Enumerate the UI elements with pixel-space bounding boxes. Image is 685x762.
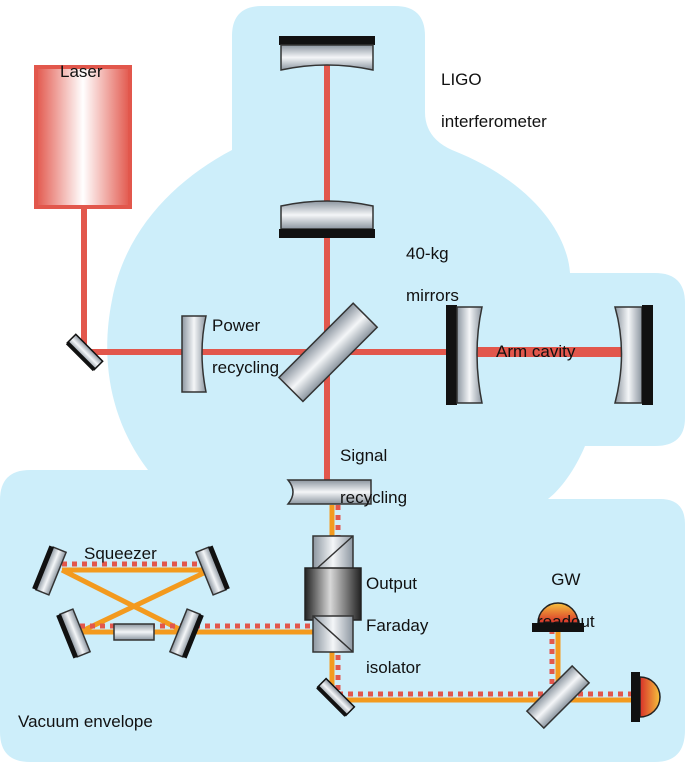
laser [34,65,132,209]
signal-recycling-line2: recycling [340,488,408,507]
signal-recycling-mirror [286,479,372,505]
readout-beam-splitter [525,664,591,730]
faraday-line1: Output [366,574,418,593]
gw-readout-detector-right [631,672,661,722]
steering-mirror-laser [65,333,104,372]
power-recycling-line2: recycling [212,358,280,377]
arm-cavity-end-mirror [614,305,653,405]
faraday-isolator [304,535,362,653]
vacuum-envelope [0,6,685,762]
faraday-label: Output Faraday isolator [366,552,428,699]
squeezer-mirror-top-right [194,545,230,596]
arm-cavity-input-mirror [446,305,483,405]
vacuum-envelope-label: Vacuum envelope [18,690,153,753]
squeezer-mirror-bottom-right [168,608,204,659]
laser-label-text: Laser [60,62,103,81]
mirrors-label-line2: mirrors [406,286,459,305]
laser-label: Laser [60,40,103,103]
faraday-line2: Faraday [366,616,429,635]
output-steering-mirror [316,677,356,717]
power-recycling-label: Power recycling [212,294,279,399]
squeezer-crystal [113,623,155,641]
gw-readout-label: GW readout [537,548,595,653]
faraday-line3: isolator [366,658,421,677]
squeezer-label: Squeezer [84,522,157,585]
ligo-label-line2: interferometer [441,112,547,131]
mirrors-label-line1: 40-kg [406,244,449,263]
gw-readout-line1: GW [551,570,581,589]
squeezer-mirror-top-left [32,545,68,596]
signal-recycling-line1: Signal [340,446,388,465]
power-recycling-mirror [181,315,207,393]
arm-cavity-text: Arm cavity [496,342,576,361]
signal-recycling-label: Signal recycling [340,424,407,529]
input-mirror [279,200,375,238]
squeezer-text: Squeezer [84,544,157,563]
beam-splitter [277,302,379,403]
vacuum-envelope-text: Vacuum envelope [18,712,153,731]
squeezer-mirror-bottom-left [56,608,92,659]
gw-readout-line2: readout [537,612,595,631]
arm-cavity-label: Arm cavity [496,320,575,383]
ligo-label-line1: LIGO [441,70,482,89]
gw-readout-detector-top [532,602,584,632]
ligo-label: LIGO interferometer [441,48,547,153]
end-mirror-top [279,36,375,71]
power-recycling-line1: Power [212,316,261,335]
mirrors-label: 40-kg mirrors [406,222,459,327]
